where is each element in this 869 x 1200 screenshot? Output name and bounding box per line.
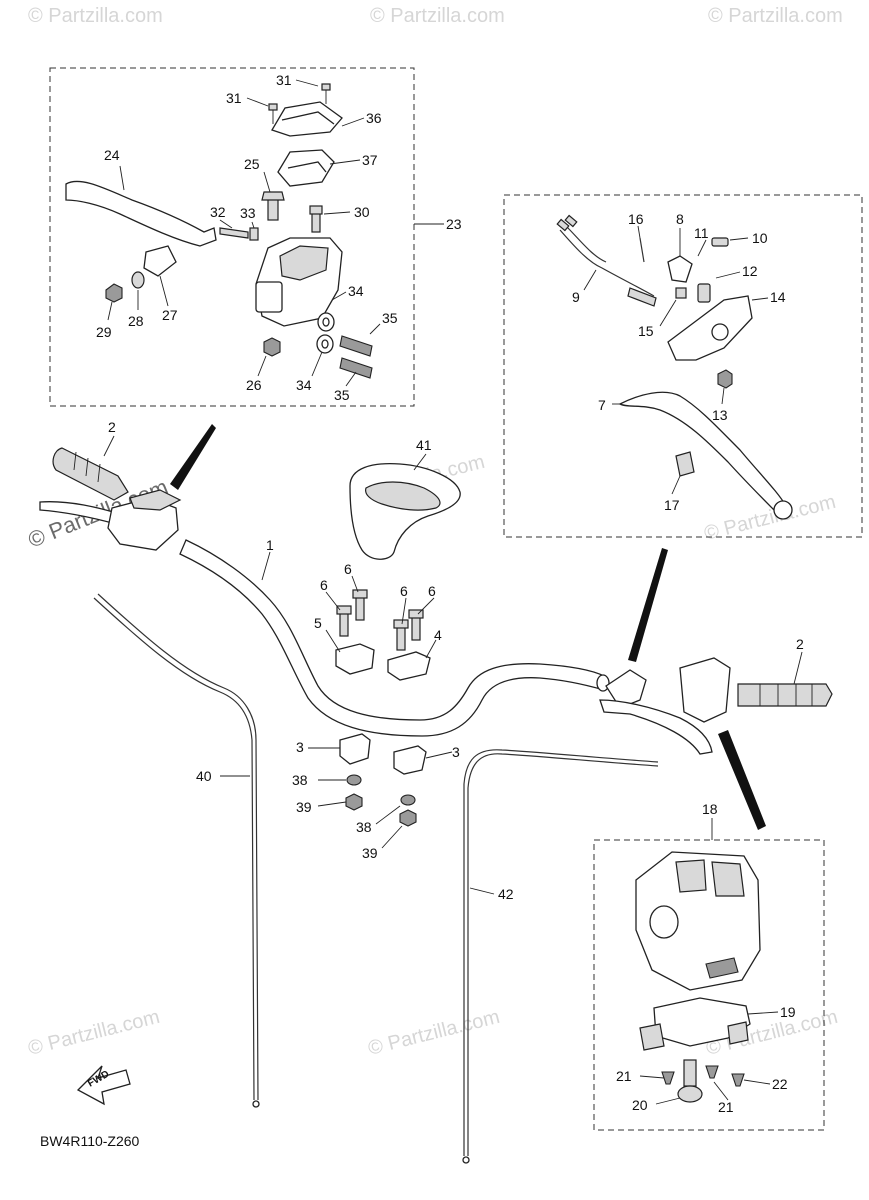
callout-35: 35 — [334, 387, 350, 403]
callout-41: 41 — [416, 437, 432, 453]
callout-1: 1 — [266, 537, 274, 553]
handlebar-assembly — [39, 424, 833, 1164]
watermark-text: © Partzilla.com — [26, 1006, 162, 1060]
callout-2: 2 — [108, 419, 116, 435]
watermark-text: © Partzilla.com — [708, 5, 843, 27]
callout-31: 31 — [226, 90, 242, 106]
callout-14: 14 — [770, 289, 786, 305]
callout-15: 15 — [638, 323, 654, 339]
callout-42: 42 — [498, 886, 514, 902]
callout-40: 40 — [196, 768, 212, 784]
callout-3: 3 — [452, 744, 460, 760]
callout-39: 39 — [296, 799, 312, 815]
callout-16: 16 — [628, 211, 644, 227]
switch-assembly-group-box — [593, 839, 825, 1131]
callout-26: 26 — [246, 377, 262, 393]
callout-38: 38 — [292, 772, 308, 788]
callout-7: 7 — [598, 397, 606, 413]
switch-assembly-parts — [635, 851, 761, 1103]
callout-12: 12 — [742, 263, 758, 279]
callout-18: 18 — [702, 801, 718, 817]
diagram-code: BW4R110-Z260 — [40, 1133, 140, 1149]
callout-6: 6 — [428, 583, 436, 599]
callout-32: 32 — [210, 204, 226, 220]
watermark-text: © Partzilla.com — [366, 1006, 502, 1060]
callout-33: 33 — [240, 205, 256, 221]
callout-21: 21 — [718, 1099, 734, 1115]
callout-8: 8 — [676, 211, 684, 227]
callout-28: 28 — [128, 313, 144, 329]
callout-6: 6 — [344, 561, 352, 577]
callout-27: 27 — [162, 307, 178, 323]
callout-10: 10 — [752, 230, 768, 246]
brake-master-cylinder-group-box — [49, 67, 415, 407]
leader-lines-center — [103, 435, 803, 1105]
callout-6: 6 — [320, 577, 328, 593]
callout-37: 37 — [362, 152, 378, 168]
callout-11: 11 — [694, 225, 709, 241]
callout-5: 5 — [314, 615, 322, 631]
callout-labels: 31 31 36 37 24 25 30 32 33 23 34 35 29 2… — [96, 72, 804, 1115]
callout-34: 34 — [296, 377, 312, 393]
callout-30: 30 — [354, 204, 370, 220]
brake-master-cylinder-parts — [65, 83, 373, 379]
callout-24: 24 — [104, 147, 120, 163]
callout-20: 20 — [632, 1097, 648, 1113]
callout-17: 17 — [664, 497, 680, 513]
callout-6: 6 — [400, 583, 408, 599]
watermark-text: © Partzilla.com — [28, 5, 163, 27]
callout-4: 4 — [434, 627, 442, 643]
callout-3: 3 — [296, 739, 304, 755]
callout-22: 22 — [772, 1076, 788, 1092]
callout-36: 36 — [366, 110, 382, 126]
callout-39: 39 — [362, 845, 378, 861]
fwd-arrow: FWD — [76, 1065, 131, 1106]
clutch-lever-parts — [556, 214, 793, 520]
callout-25: 25 — [244, 156, 260, 172]
callout-19: 19 — [780, 1004, 796, 1020]
watermark-text: © Partzilla.com — [370, 5, 505, 27]
leader-lines-upper-right — [583, 225, 769, 495]
clutch-lever-group-box — [503, 194, 863, 538]
callout-35: 35 — [382, 310, 398, 326]
callout-23: 23 — [446, 216, 462, 232]
callout-13: 13 — [712, 407, 728, 423]
callout-31: 31 — [276, 72, 292, 88]
callout-29: 29 — [96, 324, 112, 340]
leader-lines-upper-left — [107, 79, 444, 387]
callout-21: 21 — [616, 1068, 632, 1084]
callout-9: 9 — [572, 289, 580, 305]
callout-2: 2 — [796, 636, 804, 652]
callout-38: 38 — [356, 819, 372, 835]
callout-34: 34 — [348, 283, 364, 299]
